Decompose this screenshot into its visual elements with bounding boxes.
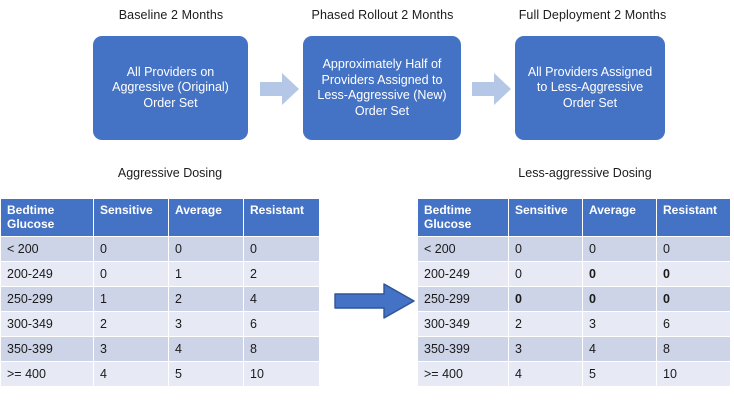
average-dose-cell: 0: [582, 261, 657, 287]
sensitive-dose-cell: 3: [508, 336, 583, 362]
right-arrow-icon: [260, 73, 299, 105]
table-header-row: Bedtime Glucose Sensitive Average Resist…: [0, 198, 320, 237]
resistant-dose-cell: 4: [243, 286, 320, 312]
phase-box-rollout-text: Approximately Half of Providers Assigned…: [317, 57, 447, 118]
flow-arrow-2: [472, 72, 512, 106]
sensitive-dose-cell: 3: [93, 336, 169, 362]
col-header-bedtime-glucose: Bedtime Glucose: [417, 198, 509, 237]
col-header-average: Average: [168, 198, 244, 237]
sensitive-dose-cell: 0: [508, 286, 583, 312]
flow-arrow-1: [260, 72, 300, 106]
glucose-range-cell: 300-349: [417, 311, 509, 337]
average-dose-cell: 1: [168, 261, 244, 287]
resistant-dose-cell: 6: [656, 311, 731, 337]
average-dose-cell: 0: [582, 286, 657, 312]
glucose-range-cell: < 200: [0, 236, 94, 262]
average-dose-cell: 0: [582, 236, 657, 262]
glucose-range-cell: >= 400: [417, 361, 509, 387]
resistant-dose-cell: 10: [656, 361, 731, 387]
col-header-resistant: Resistant: [656, 198, 731, 237]
average-dose-cell: 4: [168, 336, 244, 362]
col-header-sensitive: Sensitive: [508, 198, 583, 237]
glucose-range-cell: < 200: [417, 236, 509, 262]
average-dose-cell: 0: [168, 236, 244, 262]
average-dose-cell: 5: [168, 361, 244, 387]
sensitive-dose-cell: 4: [508, 361, 583, 387]
sensitive-dose-cell: 1: [93, 286, 169, 312]
sensitive-dose-cell: 0: [508, 236, 583, 262]
col-header-average: Average: [582, 198, 657, 237]
average-dose-cell: 3: [582, 311, 657, 337]
phase-label-rollout: Phased Rollout 2 Months: [311, 8, 454, 22]
col-header-resistant: Resistant: [243, 198, 320, 237]
sensitive-dose-cell: 2: [93, 311, 169, 337]
sensitive-dose-cell: 4: [93, 361, 169, 387]
phase-label-deployment: Full Deployment 2 Months: [518, 8, 667, 22]
resistant-dose-cell: 8: [656, 336, 731, 362]
resistant-dose-cell: 0: [656, 286, 731, 312]
phase-box-baseline-text: All Providers on Aggressive (Original) O…: [112, 64, 229, 110]
transition-arrow: [334, 282, 416, 320]
glucose-range-cell: 200-249: [417, 261, 509, 287]
phase-box-deployment-text: All Providers Assigned to Less-Aggressiv…: [527, 64, 653, 110]
sensitive-dose-cell: 0: [93, 261, 169, 287]
less-aggressive-dosing-table: Bedtime Glucose Sensitive Average Resist…: [417, 198, 731, 387]
resistant-dose-cell: 0: [656, 236, 731, 262]
col-header-bedtime-glucose: Bedtime Glucose: [0, 198, 94, 237]
average-dose-cell: 3: [168, 311, 244, 337]
process-flow-diagram: Baseline 2 Months All Providers on Aggre…: [0, 0, 734, 155]
col-header-sensitive: Sensitive: [93, 198, 169, 237]
left-table-title: Aggressive Dosing: [117, 166, 223, 180]
average-dose-cell: 4: [582, 336, 657, 362]
right-arrow-icon: [472, 73, 511, 105]
table-header-row: Bedtime Glucose Sensitive Average Resist…: [417, 198, 731, 237]
sensitive-dose-cell: 2: [508, 311, 583, 337]
resistant-dose-cell: 6: [243, 311, 320, 337]
glucose-range-cell: 350-399: [0, 336, 94, 362]
glucose-range-cell: 300-349: [0, 311, 94, 337]
right-table-title: Less-aggressive Dosing: [518, 166, 652, 180]
phase-box-deployment: All Providers Assigned to Less-Aggressiv…: [515, 36, 665, 140]
phase-box-baseline: All Providers on Aggressive (Original) O…: [93, 36, 248, 140]
glucose-range-cell: >= 400: [0, 361, 94, 387]
sensitive-dose-cell: 0: [93, 236, 169, 262]
average-dose-cell: 5: [582, 361, 657, 387]
average-dose-cell: 2: [168, 286, 244, 312]
resistant-dose-cell: 2: [243, 261, 320, 287]
phase-label-baseline: Baseline 2 Months: [118, 8, 224, 22]
resistant-dose-cell: 10: [243, 361, 320, 387]
right-arrow-icon: [334, 283, 415, 319]
aggressive-dosing-table: Bedtime Glucose Sensitive Average Resist…: [0, 198, 320, 387]
glucose-range-cell: 250-299: [0, 286, 94, 312]
glucose-range-cell: 250-299: [417, 286, 509, 312]
resistant-dose-cell: 0: [243, 236, 320, 262]
resistant-dose-cell: 8: [243, 336, 320, 362]
resistant-dose-cell: 0: [656, 261, 731, 287]
glucose-range-cell: 200-249: [0, 261, 94, 287]
phase-box-rollout: Approximately Half of Providers Assigned…: [303, 36, 461, 140]
glucose-range-cell: 350-399: [417, 336, 509, 362]
sensitive-dose-cell: 0: [508, 261, 583, 287]
